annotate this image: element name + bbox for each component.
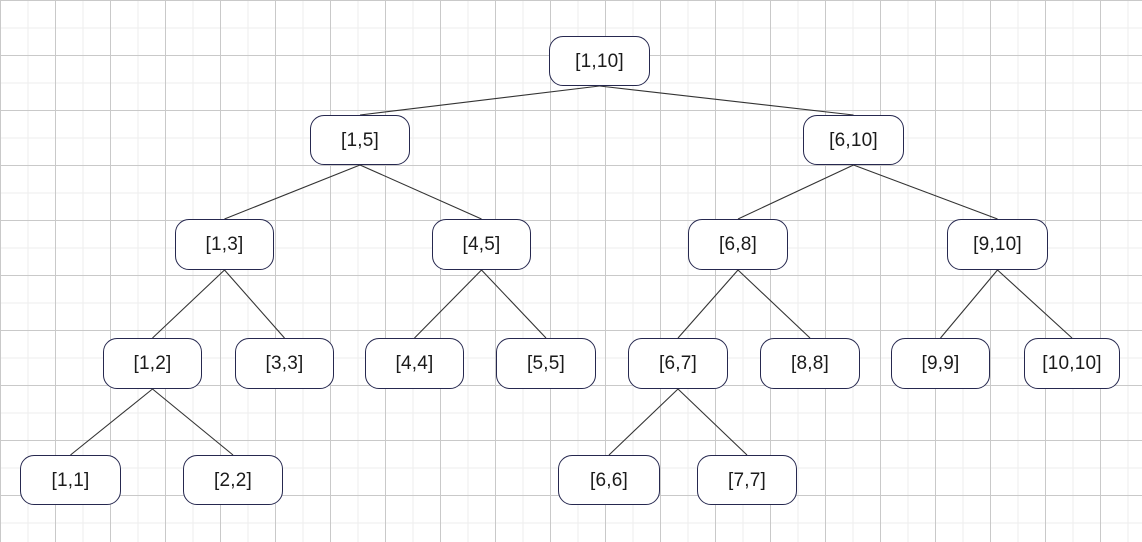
tree-node[interactable]: [6,6]: [558, 455, 660, 505]
tree-edge: [677, 388, 748, 456]
tree-node[interactable]: [1,5]: [310, 115, 410, 165]
tree-edge: [359, 85, 600, 116]
tree-edge: [224, 164, 361, 220]
tree-edge: [224, 269, 285, 339]
tree-edge: [940, 269, 998, 339]
tree-edge: [737, 164, 854, 220]
tree-node[interactable]: [1,2]: [103, 338, 202, 389]
tree-edge: [677, 269, 739, 339]
tree-node[interactable]: [1,1]: [20, 455, 121, 505]
tree-node[interactable]: [6,8]: [688, 219, 788, 270]
tree-node[interactable]: [9,10]: [947, 219, 1048, 270]
tree-node[interactable]: [2,2]: [183, 455, 283, 505]
tree-edge: [152, 269, 225, 339]
tree-node[interactable]: [6,10]: [803, 115, 904, 165]
tree-node[interactable]: [5,5]: [496, 338, 596, 389]
tree-edge: [70, 388, 153, 456]
tree-edge: [481, 269, 547, 339]
tree-node[interactable]: [9,9]: [891, 338, 990, 389]
tree-node[interactable]: [3,3]: [235, 338, 334, 389]
tree-edge: [599, 85, 854, 116]
tree-edge: [737, 269, 811, 339]
tree-node[interactable]: [10,10]: [1024, 338, 1120, 389]
tree-edge: [152, 388, 234, 456]
tree-node[interactable]: [7,7]: [697, 455, 797, 505]
tree-edge: [359, 164, 482, 220]
tree-node[interactable]: [1,10]: [549, 36, 650, 86]
tree-node[interactable]: [4,4]: [365, 338, 464, 389]
tree-node[interactable]: [6,7]: [628, 338, 728, 389]
tree-edge: [608, 388, 679, 456]
tree-node[interactable]: [1,3]: [175, 219, 274, 270]
tree-edge: [853, 164, 998, 220]
tree-edge: [997, 269, 1073, 339]
tree-node[interactable]: [4,5]: [432, 219, 531, 270]
tree-node[interactable]: [8,8]: [760, 338, 860, 389]
tree-edge: [414, 269, 482, 339]
